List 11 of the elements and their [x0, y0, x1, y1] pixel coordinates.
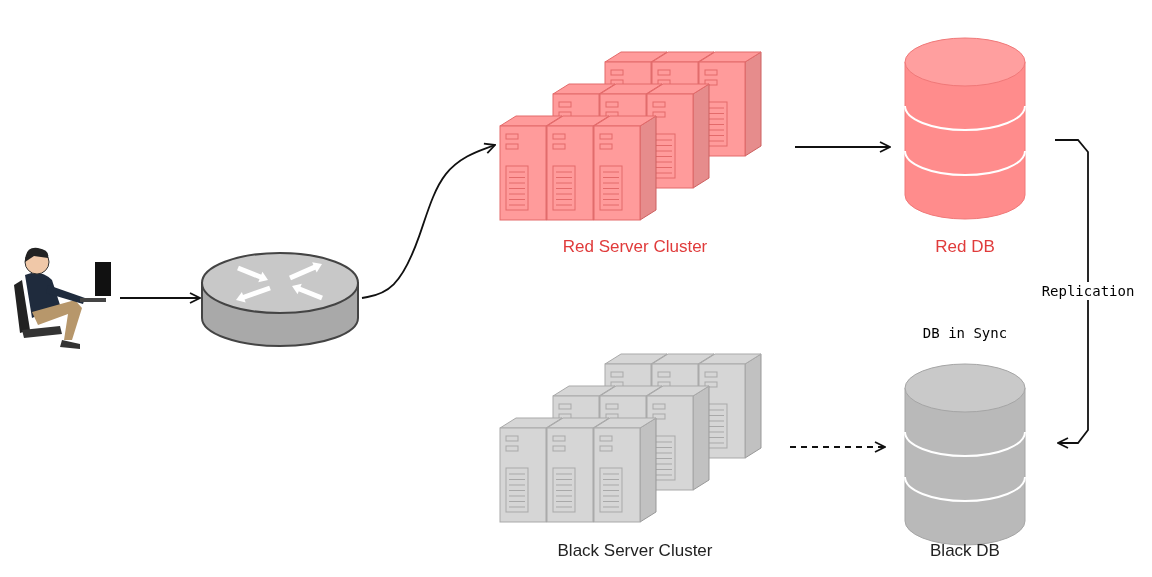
edge-label: Replication [1039, 282, 1137, 300]
arrow [119, 292, 201, 304]
node-label: Black Server Cluster [557, 541, 713, 561]
node-caption: DB in Sync [922, 325, 1008, 341]
arrow [1054, 139, 1089, 449]
dashed-arrow [789, 441, 886, 453]
arrow [361, 142, 496, 299]
node-label: Red DB [935, 237, 995, 257]
arrow [794, 141, 891, 153]
node-label: Red Server Cluster [562, 237, 708, 257]
node-label: Black DB [930, 541, 1000, 561]
